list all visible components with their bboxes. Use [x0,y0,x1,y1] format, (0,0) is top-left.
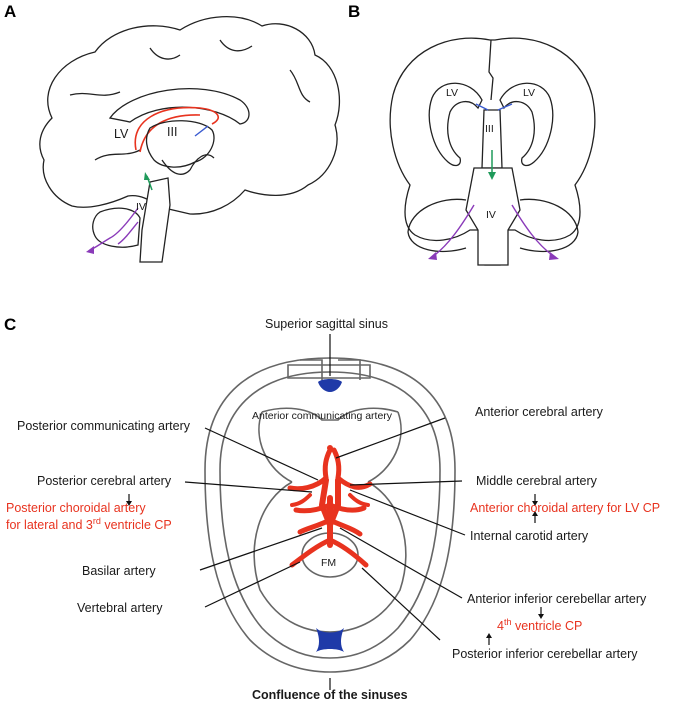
confluence-sinuses-blue [316,628,344,652]
leader-middle-cerebral [349,480,463,486]
skull-outer [204,357,456,673]
superior-sagittal-sinus-blue [318,379,342,392]
cerebellum [92,207,141,248]
vertebral-artery-left [289,537,333,568]
label-fourth-ventricle-cp: 4th ventricle CP [497,617,582,633]
leader-internal-carotid [349,489,466,536]
green-arrowhead-b [488,172,496,180]
label-posterior-choroidal-line1: Posterior choroidal artery [6,501,146,515]
arterial-tree [287,447,373,568]
leader-pica [361,567,441,641]
cerebrum-outline [39,16,341,215]
midline-fissure [488,39,494,101]
corpus-callosum [108,88,250,125]
purple-arrowhead [86,246,94,254]
csf-flow-blue-b [475,103,513,111]
label-posterior-communicating-artery: Posterior communicating artery [17,419,191,433]
label-lv-left: LV [446,87,458,99]
vertebral-artery-right [327,537,369,568]
csf-flow-purple [89,207,139,251]
label-iii-b: III [485,123,494,135]
label-middle-cerebral-artery: Middle cerebral artery [476,474,598,488]
label-posterior-cerebral-artery: Posterior cerebral artery [37,474,172,488]
leader-posterior-cerebral [184,481,313,493]
label-anterior-communicating-artery: Anterior communicating artery [252,410,393,422]
label-superior-sagittal-sinus: Superior sagittal sinus [265,317,388,331]
lateral-ventricle-left [428,82,483,167]
label-anterior-choroidal-artery: Anterior choroidal artery for LV CP [470,501,660,515]
label-fm: FM [321,557,336,569]
brainstem [139,177,171,263]
leader-vertebral [204,561,301,608]
leader-lines [126,334,544,690]
label-internal-carotid-artery: Internal carotid artery [470,529,589,543]
leader-posterior-communicating [204,427,319,481]
panel-label-c: C [4,315,16,334]
panel-label-b: B [348,2,360,21]
label-iii: III [167,125,177,139]
panel-b-coronal-brain: LV LV III IV [389,37,596,266]
label-iv: IV [136,201,146,213]
brainstem-b [465,167,521,266]
panel-c-skull-base: FM [204,357,456,673]
label-iv-b: IV [486,209,496,221]
panel-a-sagittal-brain: LV III IV [39,16,341,263]
gyri [69,39,311,161]
label-aica: Anterior inferior cerebellar artery [467,592,647,606]
leader-basilar [199,527,323,571]
label-pica: Posterior inferior cerebellar artery [452,647,638,661]
leader-aica [339,527,463,599]
anterior-communicating-node [327,445,333,451]
purple-arrowhead-right [549,252,559,260]
green-arrowhead [144,172,150,180]
purple-arrowhead-left [428,252,437,260]
lateral-ventricle-right [499,82,554,167]
sagittal-sinus-wall [287,359,371,380]
csf-flow-blue [194,125,209,137]
cerebellum-right [519,198,579,253]
leader-anterior-cerebral [335,417,446,459]
skull-inner [219,371,441,659]
label-lv-right: LV [523,87,535,99]
label-lv: LV [114,127,129,141]
label-basilar-artery: Basilar artery [82,564,156,578]
label-anterior-cerebral-artery: Anterior cerebral artery [475,405,604,419]
third-ventricle [145,120,215,168]
panel-label-a: A [4,2,16,21]
cranial-fossa [253,407,407,633]
midbrain [161,154,215,175]
label-vertebral-artery: Vertebral artery [77,601,163,615]
cerebellum-left [407,198,467,253]
label-posterior-choroidal-line2: for lateral and 3rd ventricle CP [6,516,172,532]
label-confluence-of-sinuses: Confluence of the sinuses [252,688,408,702]
anterior-cerebral-artery-red [322,447,333,481]
